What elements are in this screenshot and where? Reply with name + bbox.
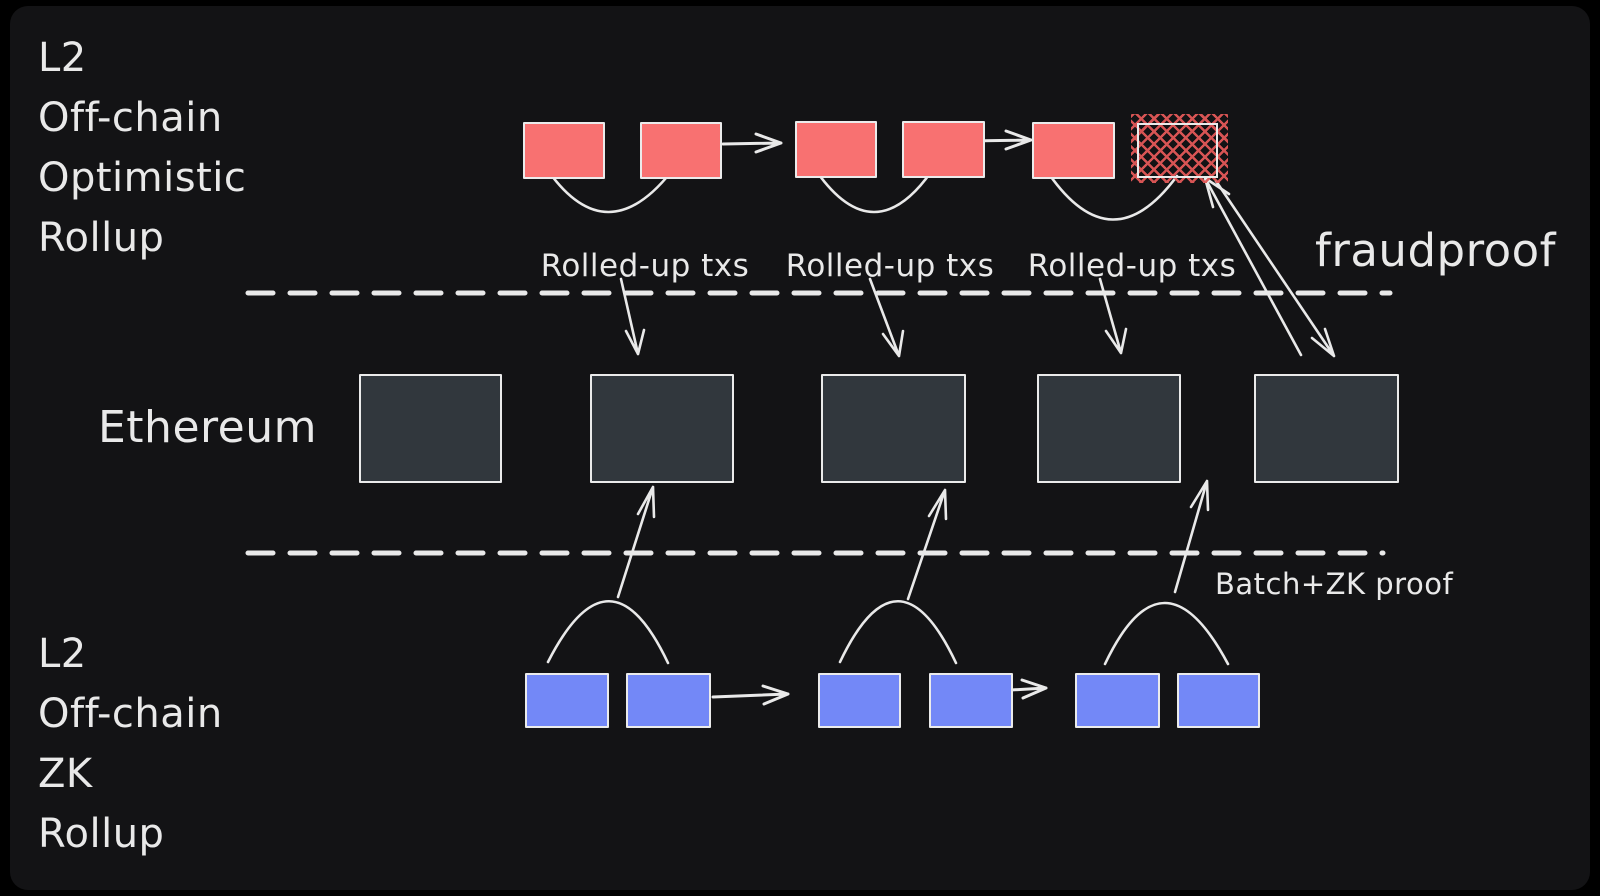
crosshatch-pattern [1131, 114, 1228, 183]
optimistic-block-5 [1032, 122, 1115, 179]
rolled-up-txs-label-1: Rolled-up txs [540, 248, 750, 284]
optimistic-block-2 [640, 122, 722, 179]
optimistic-rollup-label-line1: L2 [38, 35, 87, 81]
rolled-up-txs-label-3: Rolled-up txs [1027, 248, 1237, 284]
zk-block-4 [929, 673, 1013, 728]
zk-to-l1-arrow-1 [616, 485, 656, 599]
ethereum-block-1 [359, 374, 502, 483]
optimistic-rollup-label-line3: Optimistic [38, 155, 247, 201]
zk-block-1 [525, 673, 609, 728]
rollup-brace-2 [815, 170, 933, 214]
zk-block-6 [1177, 673, 1260, 728]
zk-rollup-label-line3: ZK [38, 751, 93, 797]
rollup-to-l1-arrow-2 [868, 277, 905, 358]
zk-to-l1-arrow-3 [1173, 479, 1210, 594]
optimistic-block-1 [523, 122, 605, 179]
ethereum-block-3 [821, 374, 966, 483]
ethereum-label: Ethereum [98, 402, 317, 453]
fraudproof-label: fraudproof [1315, 224, 1556, 277]
fraud-block-border [1137, 123, 1218, 178]
zk-rollup-label-line2: Off-chain [38, 691, 223, 737]
optimistic-rollup-label: L2 Off-chain Optimistic Rollup [38, 28, 246, 268]
optimistic-block-3 [795, 121, 877, 178]
optimistic-block-4 [902, 121, 985, 178]
zk-brace-1 [546, 600, 670, 665]
zk-block-2 [626, 673, 711, 728]
zk-rollup-label-line1: L2 [38, 631, 87, 677]
optimistic-chain-arrow-1 [721, 132, 783, 154]
ethereum-block-2 [590, 374, 734, 483]
optimistic-rollup-label-line2: Off-chain [38, 95, 223, 141]
zk-block-3 [818, 673, 901, 728]
diagram-canvas: L2 Off-chain Optimistic Rollup L2 Off-ch… [10, 6, 1590, 890]
zk-chain-arrow-1 [711, 684, 790, 706]
zk-to-l1-arrow-2 [906, 488, 948, 601]
batch-zk-proof-label: Batch+ZK proof [1215, 567, 1454, 601]
rolled-up-txs-label-2: Rolled-up txs [785, 248, 995, 284]
zk-brace-3 [1103, 601, 1230, 666]
zk-rollup-label: L2 Off-chain ZK Rollup [38, 624, 223, 864]
ethereum-block-5 [1254, 374, 1399, 483]
rollup-to-l1-arrow-1 [619, 277, 646, 356]
zk-block-5 [1075, 673, 1160, 728]
optimistic-rollup-label-line4: Rollup [38, 215, 165, 261]
fraud-block [1131, 114, 1228, 183]
zk-brace-2 [838, 600, 958, 665]
zk-rollup-label-line4: Rollup [38, 811, 165, 857]
rollup-to-l1-arrow-3 [1098, 277, 1128, 355]
ethereum-block-4 [1037, 374, 1181, 483]
